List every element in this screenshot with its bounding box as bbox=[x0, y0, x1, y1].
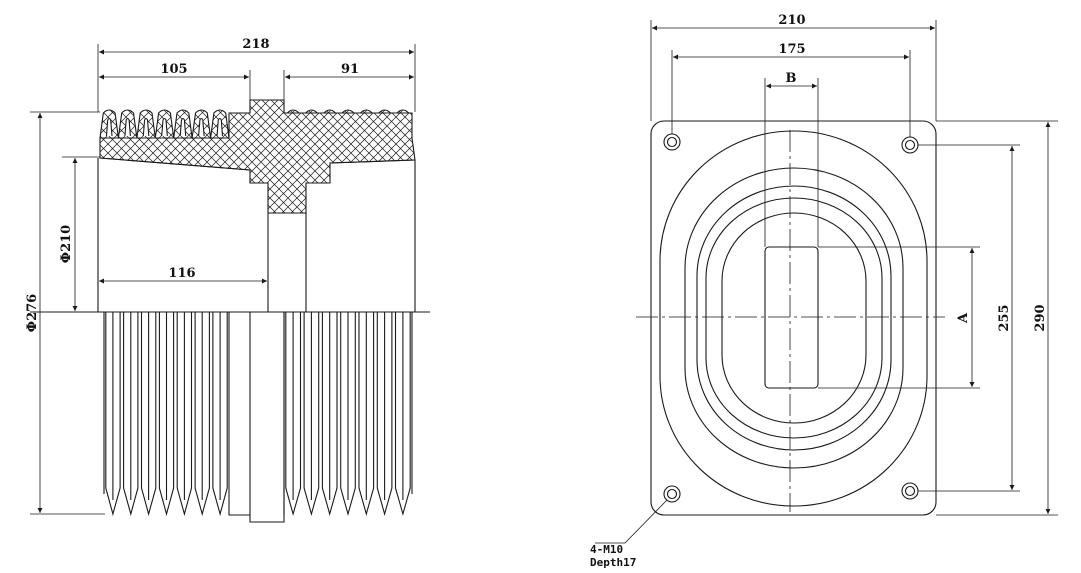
lower-shed-fin bbox=[285, 312, 302, 517]
lower-shed-fin bbox=[303, 312, 320, 517]
oval-contour-3 bbox=[696, 185, 892, 451]
lower-shed-fin bbox=[123, 312, 139, 517]
mounting-hole-tr bbox=[901, 136, 919, 154]
lower-shed-fin bbox=[340, 312, 356, 517]
dim-right-width: 91 bbox=[341, 62, 359, 77]
oval-contour-2 bbox=[684, 167, 904, 469]
lower-shed-fin bbox=[105, 312, 121, 517]
center-post bbox=[249, 312, 285, 523]
oval-contour-1 bbox=[659, 130, 928, 507]
lower-shed-fin bbox=[140, 312, 157, 517]
oval-contour-4 bbox=[705, 197, 883, 439]
dim-outer-width: 210 bbox=[778, 13, 805, 28]
lower-shed-fin bbox=[358, 312, 375, 517]
hole-note-leader bbox=[595, 499, 668, 544]
hole-note-depth: Depth17 bbox=[590, 556, 636, 569]
mounting-hole-tl bbox=[663, 133, 681, 151]
dim-overall-width: 218 bbox=[242, 37, 269, 52]
dim-outer-diameter: Φ276 bbox=[25, 294, 40, 332]
lower-shed-fin bbox=[194, 312, 210, 517]
flange-plate bbox=[650, 120, 937, 516]
lower-shed-fin bbox=[212, 312, 228, 517]
side-view bbox=[30, 44, 430, 523]
oval-contour-5 bbox=[721, 212, 867, 424]
upper-shed-rib bbox=[198, 117, 205, 137]
upper-shed-rib bbox=[124, 117, 131, 137]
upper-shed-rib bbox=[105, 117, 113, 137]
body-top-edge-left bbox=[99, 157, 251, 171]
lower-shed-fin bbox=[321, 312, 338, 517]
dim-hole-spacing-x: 175 bbox=[778, 42, 805, 57]
dim-slot-a: A bbox=[956, 312, 971, 324]
lower-shed-fin bbox=[394, 312, 411, 517]
mounting-hole-br bbox=[901, 482, 919, 500]
lower-body-outline bbox=[103, 312, 413, 494]
center-flange bbox=[228, 312, 285, 516]
lower-sheds bbox=[103, 312, 413, 517]
dim-slot-b: B bbox=[786, 71, 797, 86]
hole-note-thread: 4-M10 bbox=[590, 543, 623, 556]
mounting-hole-bl bbox=[663, 485, 681, 503]
upper-shed-rib bbox=[161, 117, 168, 137]
upper-shed-rib bbox=[179, 117, 187, 137]
dim-left-width: 105 bbox=[160, 62, 187, 77]
upper-shed-rib bbox=[142, 117, 150, 137]
top-view bbox=[595, 20, 1058, 544]
dim-hole-spacing-y: 255 bbox=[997, 304, 1012, 331]
lower-shed-fin bbox=[176, 312, 193, 517]
dim-inner-diameter: Φ210 bbox=[59, 225, 74, 263]
body-top-edge-right bbox=[329, 159, 416, 164]
dim-outer-height: 290 bbox=[1033, 304, 1048, 331]
upper-shed-rib bbox=[216, 117, 224, 137]
dim-inner-width: 116 bbox=[168, 266, 195, 281]
lower-shed-fin bbox=[376, 312, 393, 517]
lower-shed-fin bbox=[158, 312, 175, 517]
central-slot bbox=[764, 246, 819, 389]
